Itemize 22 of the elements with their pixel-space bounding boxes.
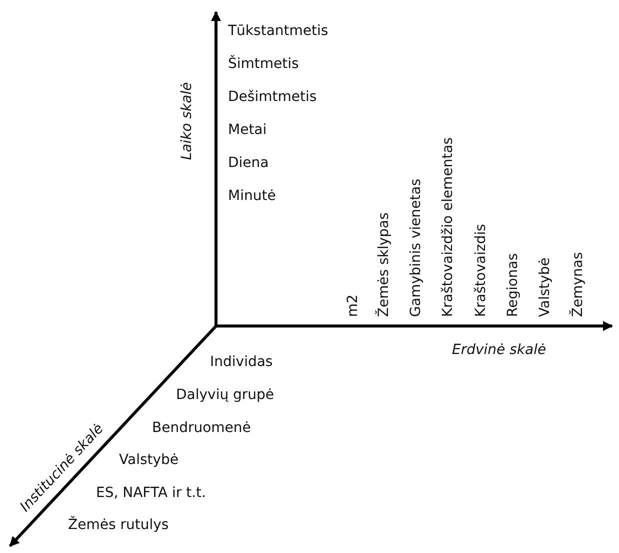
scale-label: Kraštovaizdžio elementas (439, 137, 457, 317)
scale-label: ES, NAFTA ir t.t. (96, 484, 206, 502)
scale-label: Tūkstantmetis (228, 22, 328, 40)
scale-label: Valstybė (536, 257, 554, 317)
scale-label: Valstybė (119, 451, 179, 469)
axis-title: Erdvinė skalė (452, 341, 546, 359)
scale-label: Diena (228, 154, 269, 172)
scale-label: Kraštovaizdis (472, 224, 490, 317)
scale-label: Žemynas (569, 252, 587, 317)
scale-label: Regionas (504, 253, 522, 317)
scale-label: Metai (228, 121, 267, 139)
scale-label: m2 (344, 294, 362, 317)
scale-label: Dešimtmetis (228, 88, 317, 106)
scale-label: Žemės rutulys (68, 516, 169, 534)
scale-label: Dalyvių grupė (176, 386, 274, 404)
axis-title: Laiko skalė (178, 82, 196, 160)
scale-label: Šimtmetis (228, 55, 299, 73)
scale-label: Gamybinis vienetas (407, 178, 425, 317)
scale-label: Minutė (228, 187, 276, 205)
scale-label: Žemės sklypas (375, 212, 393, 317)
scale-label: Bendruomenė (152, 419, 251, 437)
scale-label: Individas (210, 353, 273, 371)
